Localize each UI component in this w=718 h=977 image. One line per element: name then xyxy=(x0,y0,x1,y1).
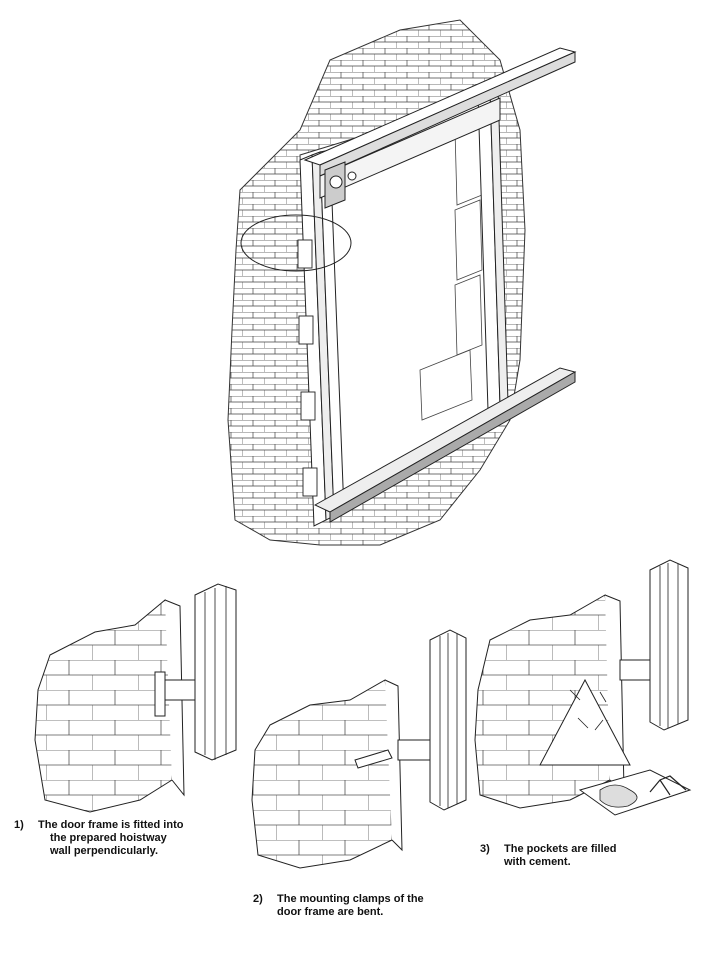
cement-pocket xyxy=(539,678,631,766)
door-frame-profile-1 xyxy=(194,583,237,761)
mounting-clamps xyxy=(297,239,318,497)
step-3-line-2: with cement. xyxy=(504,856,571,868)
detail-2 xyxy=(251,629,467,869)
rear-blocks xyxy=(419,119,483,421)
step-3-line-1: The pockets are filled xyxy=(504,843,617,855)
step-1-line-2: the prepared hoistway xyxy=(50,832,167,844)
step-1-line-1: The door frame is fitted into xyxy=(38,819,184,831)
step-2-number: 2) xyxy=(253,893,263,905)
detail-3 xyxy=(474,559,692,816)
door-frame-profile-3 xyxy=(649,559,689,731)
wall-section-2 xyxy=(251,679,397,869)
step-3-number: 3) xyxy=(480,843,490,855)
door-sill xyxy=(313,367,577,523)
trowel-handle xyxy=(649,775,687,796)
bracket-2 xyxy=(397,739,436,761)
detail-1 xyxy=(34,583,237,813)
step-2-line-1: The mounting clamps of the xyxy=(277,893,424,905)
header-track xyxy=(303,47,577,209)
clamp-2 xyxy=(354,749,393,769)
step-1-caption: 1) The door frame is fitted into the pre… xyxy=(14,819,234,863)
cement-blob xyxy=(599,784,638,808)
step-2-line-2: door frame are bent. xyxy=(277,906,384,918)
clamp-1 xyxy=(154,671,166,717)
detail-circle xyxy=(240,214,352,272)
main-view xyxy=(227,19,577,546)
step-2-caption: 2) The mounting clamps of the door frame… xyxy=(253,893,473,923)
step-3-caption: 3) The pockets are filled with cement. xyxy=(480,843,680,873)
step-1-number: 1) xyxy=(14,819,24,831)
wall-edge-2 xyxy=(384,679,403,852)
step-1-line-3: wall perpendicularly. xyxy=(50,845,158,857)
